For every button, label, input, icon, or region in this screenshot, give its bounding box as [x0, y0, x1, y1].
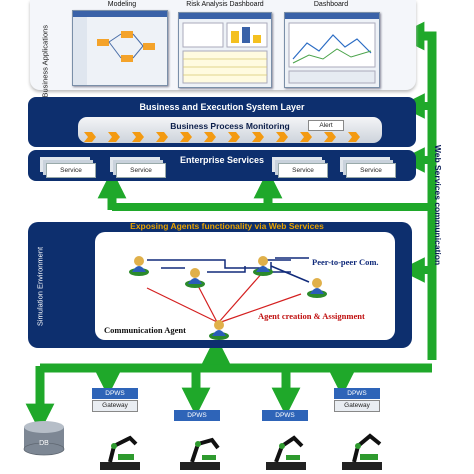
dpws-label-2: DPWS	[174, 410, 220, 421]
chevron-icon	[300, 132, 312, 142]
chevron-icon	[180, 132, 192, 142]
web-services-label: Web Services communication	[433, 144, 443, 266]
chevron-icon	[204, 132, 216, 142]
dashboard-chart-icon	[285, 13, 379, 84]
agent-icon-3[interactable]	[252, 254, 274, 276]
peer-to-peer-label: Peer-to-peer Com.	[312, 257, 379, 267]
dashboard-screenshot[interactable]	[284, 12, 380, 88]
dpws-label-3: DPWS	[262, 410, 308, 421]
db-cylinder-icon[interactable]	[22, 420, 66, 456]
chevron-icon	[108, 132, 120, 142]
chevron-icon	[252, 132, 264, 142]
agent-network	[146, 257, 310, 323]
chevron-icon	[324, 132, 336, 142]
db-label: DB	[39, 440, 49, 447]
modeling-screenshot[interactable]	[72, 10, 168, 86]
agent-area	[95, 232, 395, 340]
agent-creation-label: Agent creation & Assignment	[258, 311, 365, 321]
risk-dashboard-icon	[179, 13, 271, 84]
robot-arm-icon-4[interactable]	[340, 428, 386, 472]
gateway-box-1[interactable]: Gateway	[92, 400, 138, 412]
communication-agent-icon[interactable]	[208, 318, 230, 340]
web-services-trunk	[395, 21, 437, 360]
enterprise-services-title: Enterprise Services	[179, 155, 265, 165]
alert-badge[interactable]: Alert	[308, 120, 344, 131]
robot-arm-icon-1[interactable]	[98, 428, 144, 472]
business-execution-layer-title: Business and Execution System Layer	[139, 102, 305, 112]
chevron-icon	[132, 132, 144, 142]
chevron-icon	[84, 132, 96, 142]
communication-agent-label: Communication Agent	[104, 325, 186, 335]
chevron-icon	[276, 132, 288, 142]
robot-arm-icon-3[interactable]	[264, 428, 310, 472]
bpm-label: Business Process Monitoring	[170, 121, 290, 131]
dpws-label-4: DPWS	[334, 388, 380, 399]
agent-icon-1[interactable]	[128, 254, 150, 276]
screen-title-modeling: Modeling	[107, 1, 137, 8]
service-box-4[interactable]: Service	[346, 163, 396, 178]
exposing-agents-label: Exposing Agents functionality via Web Se…	[130, 221, 324, 231]
chevron-icon	[348, 132, 360, 142]
simulation-environment-label: Simulation Environment	[35, 246, 45, 327]
gateway-box-4[interactable]: Gateway	[334, 400, 380, 412]
screen-title-risk: Risk Analysis Dashboard	[186, 1, 264, 8]
screen-title-dashboard: Dashboard	[313, 1, 349, 8]
dpws-label-1: DPWS	[92, 388, 138, 399]
modeling-diagram-icon	[73, 11, 167, 85]
service-box-3[interactable]: Service	[278, 163, 328, 178]
agent-icon-4[interactable]	[306, 276, 328, 298]
business-applications-label: Business Applications	[40, 24, 50, 98]
risk-dashboard-screenshot[interactable]	[178, 12, 272, 88]
chevron-icon	[228, 132, 240, 142]
service-box-2[interactable]: Service	[116, 163, 166, 178]
agent-icon-2[interactable]	[184, 266, 206, 288]
chevron-icon	[156, 132, 168, 142]
process-chevrons	[84, 132, 360, 142]
service-box-1[interactable]: Service	[46, 163, 96, 178]
robot-arm-icon-2[interactable]	[178, 428, 224, 472]
